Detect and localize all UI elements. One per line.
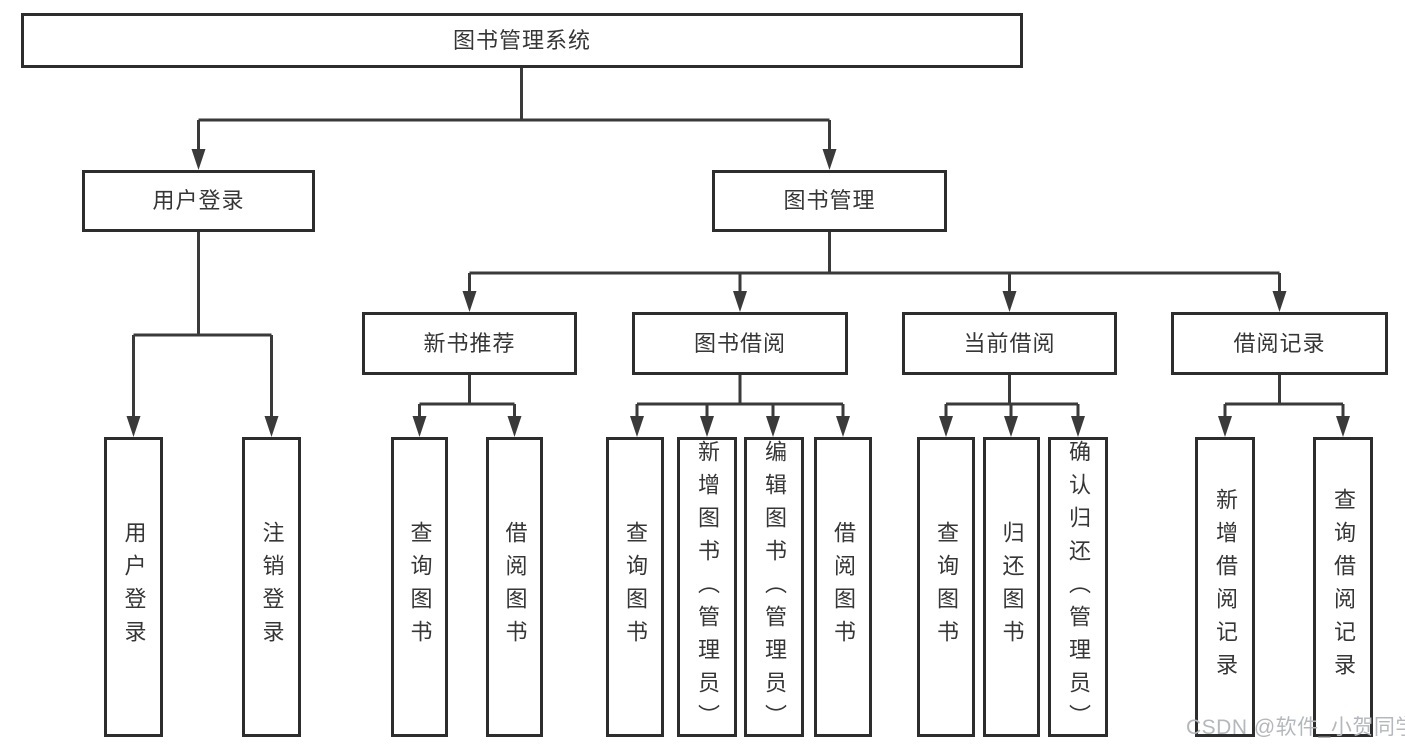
node-book-borrowing: 图书借阅 — [632, 312, 848, 375]
node-leaf-query-books-2: 查询图书 — [606, 437, 664, 737]
connector-new-book-rec-to-leaves — [412, 375, 522, 437]
node-leaf-user-login: 用户登录 — [104, 437, 163, 737]
connector-user-login-to-leaves — [126, 232, 279, 437]
node-leaf-borrow-books-1: 借阅图书 — [486, 437, 543, 737]
connector-root-to-level2 — [191, 66, 837, 170]
node-leaf-query-books-3: 查询图书 — [917, 437, 975, 737]
node-leaf-confirm-return-admin: 确认归还（管理员） — [1048, 437, 1108, 737]
node-library-management-system: 图书管理系统 — [21, 13, 1023, 68]
connector-current-borrowing-to-leaves — [939, 375, 1085, 437]
node-leaf-return-books: 归还图书 — [983, 437, 1040, 737]
node-leaf-borrow-books-2: 借阅图书 — [814, 437, 872, 737]
node-leaf-query-borrow-record: 查询借阅记录 — [1313, 437, 1373, 737]
node-leaf-query-books-1: 查询图书 — [391, 437, 448, 737]
node-leaf-logout: 注销登录 — [242, 437, 301, 737]
csdn-watermark: CSDN @软件_小贺同学 — [1186, 716, 1405, 739]
node-leaf-add-borrow-record: 新增借阅记录 — [1195, 437, 1255, 737]
node-current-borrowing: 当前借阅 — [902, 312, 1117, 375]
node-new-book-recommendation: 新书推荐 — [362, 312, 577, 375]
connector-book-management-to-level3 — [462, 232, 1287, 312]
node-user-login: 用户登录 — [82, 170, 315, 232]
connector-book-borrowing-to-leaves — [630, 375, 850, 437]
node-leaf-add-books-admin: 新增图书（管理员） — [677, 437, 737, 737]
node-leaf-edit-books-admin: 编辑图书（管理员） — [744, 437, 804, 737]
connector-borrowing-records-to-leaves — [1218, 375, 1350, 437]
node-borrowing-records: 借阅记录 — [1171, 312, 1388, 375]
node-book-management: 图书管理 — [712, 170, 947, 232]
